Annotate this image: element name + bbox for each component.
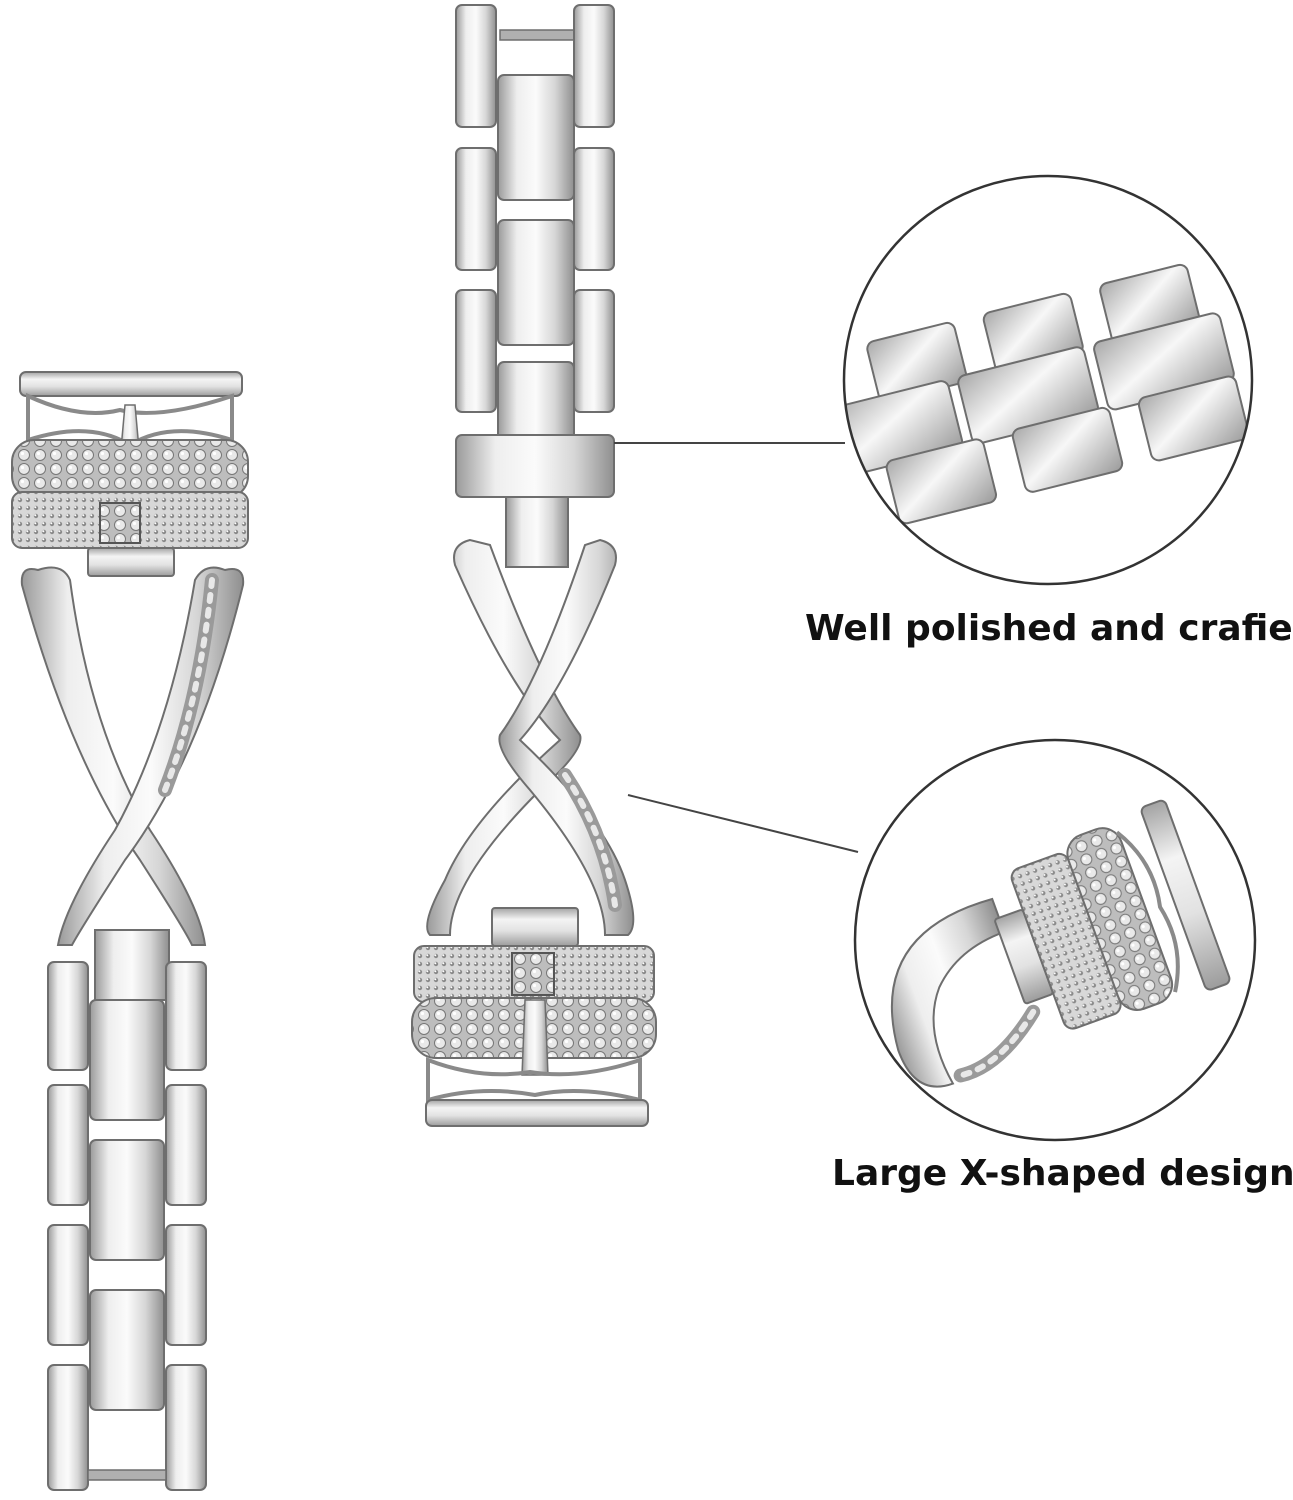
- callout-line-2: [627, 794, 859, 853]
- caption-polished-links: Well polished and crafied: [805, 608, 1293, 649]
- left-band-links: [47, 961, 207, 1491]
- x-shaped-clasp-detail: [853, 738, 1257, 1142]
- polished-links-detail: [842, 174, 1254, 586]
- middle-band-links: [455, 4, 615, 568]
- right-watch-band: [411, 4, 657, 1127]
- left-watch-band: [11, 371, 249, 1491]
- caption-x-shaped-design: Large X-shaped design: [832, 1153, 1293, 1194]
